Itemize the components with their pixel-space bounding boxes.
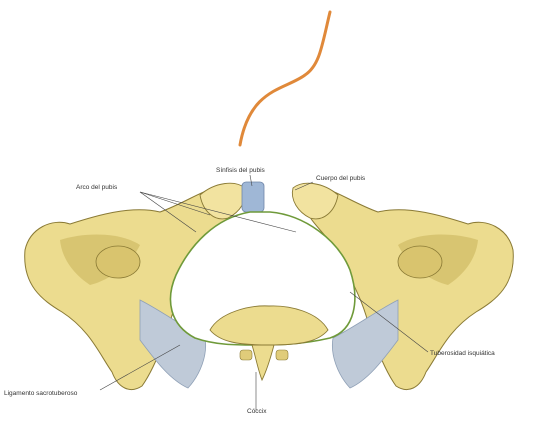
coccyx-segment (276, 350, 288, 360)
coccyx (252, 345, 274, 380)
pubic-symphysis (242, 182, 264, 212)
label-arco: Arco del pubis (76, 184, 117, 191)
orange-curve (240, 12, 330, 145)
coccyx-segment (240, 350, 252, 360)
right-acetabulum (398, 246, 442, 278)
label-sinfisis: Sínfisis del pubis (216, 167, 265, 174)
label-coccix: Cóccix (247, 408, 267, 415)
label-cuerpo: Cuerpo del pubis (316, 175, 365, 182)
left-acetabulum (96, 246, 140, 278)
label-tuberosidad: Tuberosidad isquiática (430, 350, 495, 357)
label-ligamento: Ligamento sacrotuberoso (4, 390, 77, 397)
